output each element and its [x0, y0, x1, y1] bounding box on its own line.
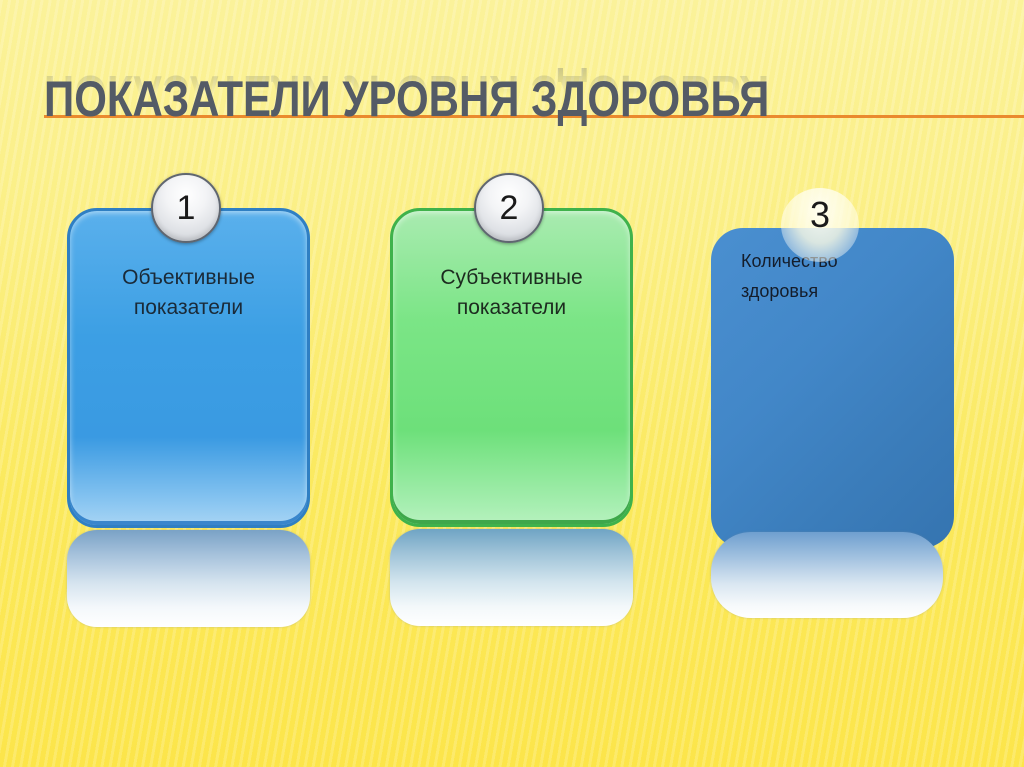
card-2-reflection: [390, 529, 633, 626]
number-badge-3: 3: [781, 188, 859, 262]
title-underline-rule: [44, 115, 1024, 118]
title-block: ПОКАЗАТЕЛИ УРОВНЯ ЗДОРОВЬЯ ПОКАЗАТЕЛИ УР…: [44, 65, 907, 127]
slide-title: ПОКАЗАТЕЛИ УРОВНЯ ЗДОРОВЬЯ: [44, 71, 770, 127]
card-1-reflection: [67, 530, 310, 627]
card-3-reflection: [711, 532, 943, 618]
number-badge-2: 2: [474, 173, 544, 243]
number-badge-1: 1: [151, 173, 221, 243]
